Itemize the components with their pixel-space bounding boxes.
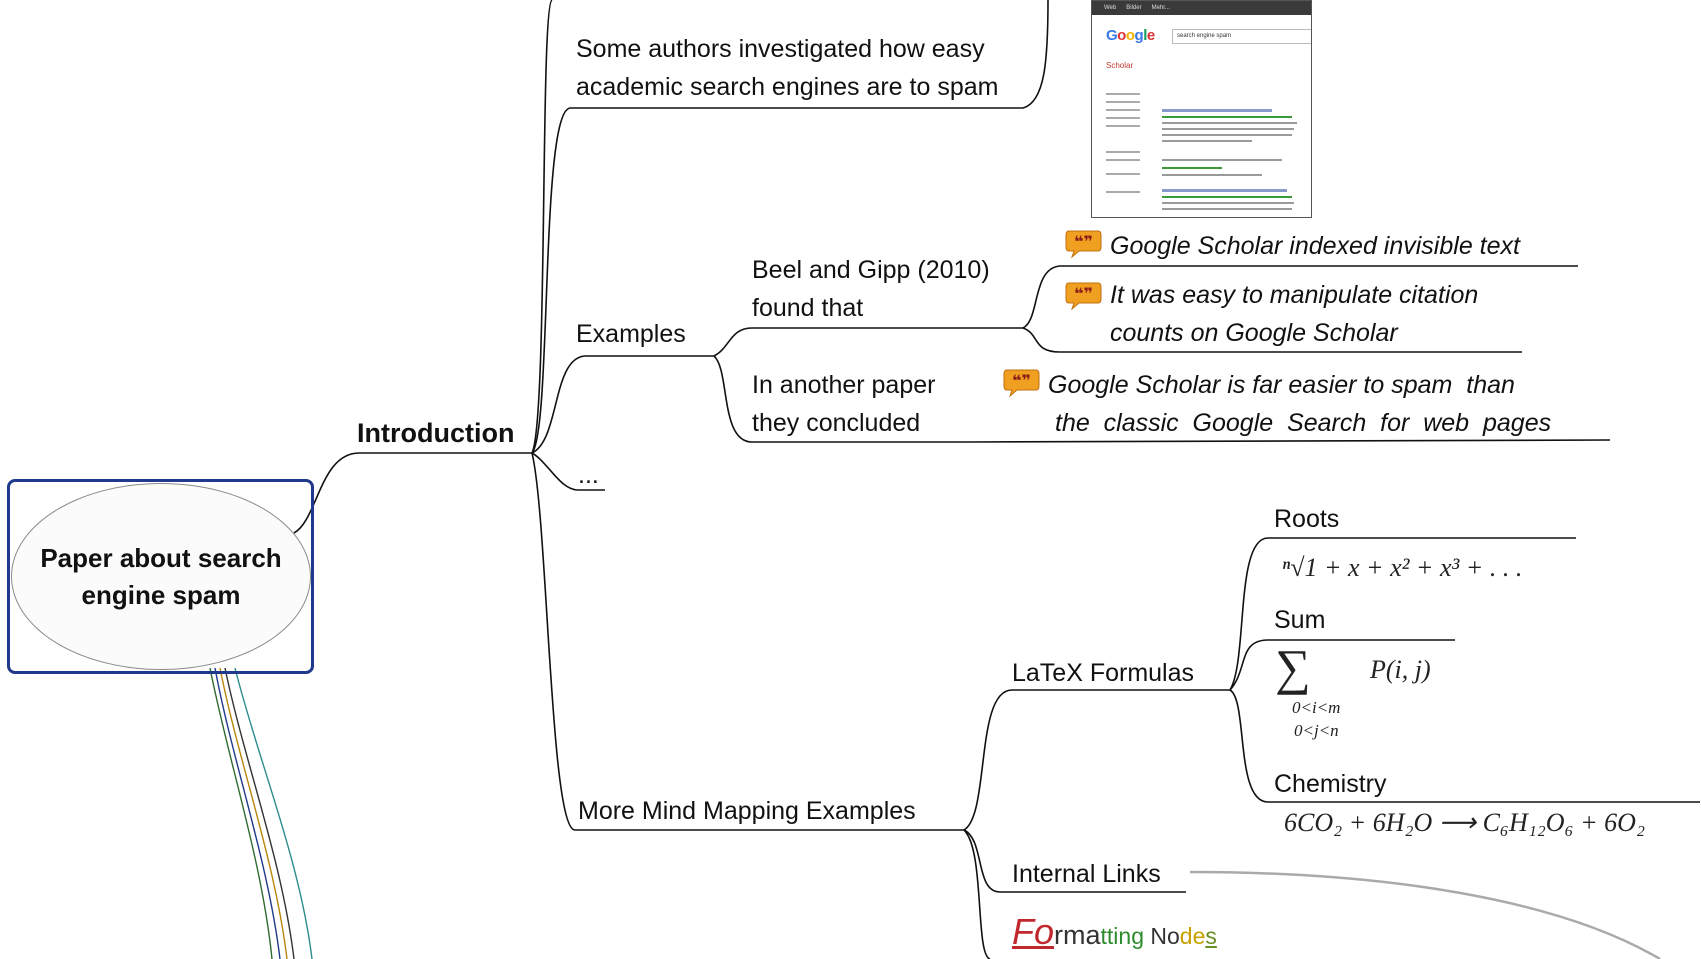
node-beel-line2[interactable]: found that xyxy=(752,294,864,322)
node-another-line1[interactable]: In another paper xyxy=(752,371,936,399)
edge-examples-another xyxy=(713,355,970,443)
root-node-frame[interactable] xyxy=(7,479,314,674)
edge-intro-ellipsis xyxy=(531,452,605,491)
internal-link-arrow xyxy=(1189,870,1661,959)
formula-chemistry: 6CO₂ + 6H₂O ⟶ C₆H₁₂O₆ + 6O₂ xyxy=(1284,808,1645,837)
edge-more-internal xyxy=(963,829,1186,893)
node-beel-line1[interactable]: Beel and Gipp (2010) xyxy=(752,256,990,284)
node-quote-easier-line1[interactable]: Google Scholar is far easier to spam tha… xyxy=(1048,371,1515,399)
node-more-examples[interactable]: More Mind Mapping Examples xyxy=(578,797,916,825)
edge-beel-quote1 xyxy=(1022,265,1578,329)
node-authors-line2[interactable]: academic search engines are to spam xyxy=(576,73,999,101)
formula-roots: ⁿ√1 + x + x² + x³ + . . . xyxy=(1282,553,1523,582)
formatting-part-2: rma xyxy=(1054,920,1101,950)
node-chemistry[interactable]: Chemistry xyxy=(1274,770,1387,798)
screenshot-scholar-label: Scholar xyxy=(1106,61,1134,70)
node-roots[interactable]: Roots xyxy=(1274,505,1340,533)
svg-text:❝❞: ❝❞ xyxy=(1012,371,1031,390)
formatting-part-1: Fo xyxy=(1012,911,1055,952)
edge-root-introduction xyxy=(293,452,532,534)
quote-icon: ❝❞ xyxy=(1065,230,1102,258)
svg-text:❝❞: ❝❞ xyxy=(1074,232,1093,251)
formatting-part-5: de xyxy=(1179,923,1206,949)
node-another-line2[interactable]: they concluded xyxy=(752,409,921,437)
svg-text:❝❞: ❝❞ xyxy=(1074,284,1093,303)
root-node[interactable]: Paper about search engine spam xyxy=(11,483,311,670)
google-logo: Google xyxy=(1106,27,1155,44)
formula-sum-sub1: 0<i<m xyxy=(1292,698,1341,717)
node-authors-line1[interactable]: Some authors investigated how easy xyxy=(576,35,985,63)
edge-latex-roots xyxy=(1229,537,1576,691)
formatting-part-6: s xyxy=(1205,923,1217,949)
node-ellipsis[interactable]: ... xyxy=(578,461,599,489)
node-quote-invisible-text[interactable]: Google Scholar indexed invisible text xyxy=(1110,232,1520,260)
node-examples[interactable]: Examples xyxy=(576,320,686,348)
screenshot-search-input: search engine spam xyxy=(1172,29,1311,44)
node-quote-easier-line2[interactable]: the classic Google Search for web pages xyxy=(1055,409,1552,437)
edge-intro-top xyxy=(531,0,553,454)
edge-beel-quote2 xyxy=(1022,327,1522,353)
node-latex-formulas[interactable]: LaTeX Formulas xyxy=(1012,659,1195,687)
google-scholar-screenshot: Web Bilder Mehr... Google search engine … xyxy=(1091,0,1312,218)
formula-sum-sub2: 0<j<n xyxy=(1294,721,1339,740)
node-introduction[interactable]: Introduction xyxy=(357,418,515,448)
root-node-label: Paper about search engine spam xyxy=(40,542,282,610)
edge-examples-beel xyxy=(713,327,1023,357)
node-formatting-nodes[interactable]: Formatting Nodes xyxy=(1012,913,1217,955)
node-quote-citation-line1[interactable]: It was easy to manipulate citation xyxy=(1110,281,1479,309)
edge-another-quote3 xyxy=(969,439,1611,443)
node-quote-citation-line2[interactable]: counts on Google Scholar xyxy=(1110,319,1398,347)
formula-sum-sigma: ∑ xyxy=(1275,639,1311,695)
edge-latex-chem xyxy=(1229,689,1700,803)
formula-sum: P(i, j) xyxy=(1370,655,1431,684)
formatting-part-3: tting xyxy=(1100,923,1144,949)
screenshot-topbar: Web Bilder Mehr... xyxy=(1092,1,1311,15)
edge-intro-more xyxy=(531,452,964,831)
edge-more-formatting xyxy=(963,829,991,959)
edge-intro-authors xyxy=(531,0,1049,454)
node-internal-links[interactable]: Internal Links xyxy=(1012,860,1161,888)
edge-intro-examples xyxy=(531,355,714,454)
quote-icon: ❝❞ xyxy=(1003,369,1040,397)
edge-latex-sum xyxy=(1229,639,1455,691)
edge-more-latex xyxy=(963,689,1230,831)
node-sum[interactable]: Sum xyxy=(1274,606,1326,634)
formatting-part-4: No xyxy=(1144,923,1180,949)
quote-icon: ❝❞ xyxy=(1065,282,1102,310)
